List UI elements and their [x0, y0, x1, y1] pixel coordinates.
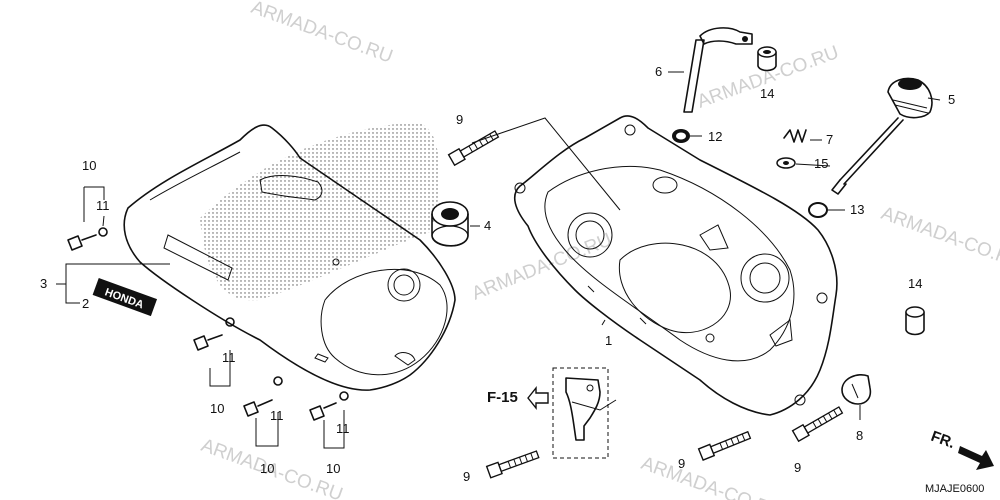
leader-lines [56, 71, 941, 449]
watermark: ARMADA-CO.RU [469, 229, 615, 304]
rod-part-6 [683, 27, 753, 113]
callout-11: 11 [270, 408, 284, 423]
callout-4: 4 [484, 218, 491, 233]
inner-cover-outline [513, 115, 838, 416]
honda-emblem-part: HONDA [92, 277, 158, 317]
callout-15: 15 [814, 156, 828, 171]
callout-11: 11 [222, 350, 236, 365]
callout-9: 9 [456, 112, 463, 127]
screw-set-left [67, 227, 108, 251]
bushing-part-14-bottom [905, 306, 925, 336]
outer-cover-part [123, 122, 456, 391]
reference-label: F-15 [487, 389, 518, 406]
callout-labels: 1 2 3 4 5 6 7 8 9 9 9 9 10 10 10 10 11 1… [40, 64, 955, 484]
callout-5: 5 [948, 92, 955, 107]
front-direction-indicator: FR. [929, 428, 994, 470]
watermark: ARMADA-CO.RU [248, 0, 395, 68]
diagram-code: MJAJE0600 [925, 483, 984, 495]
wing-decal-area [200, 122, 440, 301]
oil-seal-part [431, 201, 469, 247]
bracket-part [552, 367, 609, 459]
o-ring-part-12 [672, 129, 690, 143]
callout-2: 2 [82, 296, 89, 311]
reference-arrow-icon [527, 386, 549, 410]
screw-set-right [309, 391, 349, 421]
spring-part-7 [783, 129, 807, 143]
front-arrow-icon [958, 446, 994, 470]
reference-f15: F-15 [487, 386, 549, 410]
callout-7: 7 [826, 132, 833, 147]
callout-14: 14 [760, 86, 774, 101]
outer-cover-outline [123, 124, 456, 391]
callout-6: 6 [655, 64, 662, 79]
callout-14: 14 [908, 276, 922, 291]
callout-10: 10 [326, 461, 340, 476]
bolt-part-9-bracket [485, 450, 540, 479]
callout-9: 9 [794, 460, 801, 475]
callout-11: 11 [336, 421, 350, 436]
bushing-part-14-top [757, 46, 777, 72]
callout-10: 10 [210, 401, 224, 416]
screw-set-mid [243, 376, 283, 417]
direction-label: FR. [929, 428, 958, 452]
callout-12: 12 [708, 129, 722, 144]
callout-8: 8 [856, 428, 863, 443]
callout-3: 3 [40, 276, 47, 291]
callout-10: 10 [260, 461, 274, 476]
clip-part-8 [841, 374, 872, 405]
washer-part-15 [776, 157, 796, 169]
bolt-part-9-top [447, 130, 500, 167]
watermark: ARMADA-CO.RU [638, 453, 785, 500]
o-ring-part-13 [808, 202, 828, 218]
filler-cap-part-5 [831, 77, 933, 195]
watermark: ARMADA-CO.RU [878, 203, 1000, 274]
callout-13: 13 [850, 202, 864, 217]
callout-9: 9 [463, 469, 470, 484]
bolt-part-9-lower-right [791, 406, 844, 443]
callout-11: 11 [96, 198, 110, 213]
callout-1: 1 [605, 333, 612, 348]
callout-10: 10 [82, 158, 96, 173]
callout-9: 9 [678, 456, 685, 471]
screw-set-mid-left [193, 317, 235, 351]
bolt-part-9-lower-mid [697, 430, 752, 461]
inner-cover-part [513, 115, 838, 416]
